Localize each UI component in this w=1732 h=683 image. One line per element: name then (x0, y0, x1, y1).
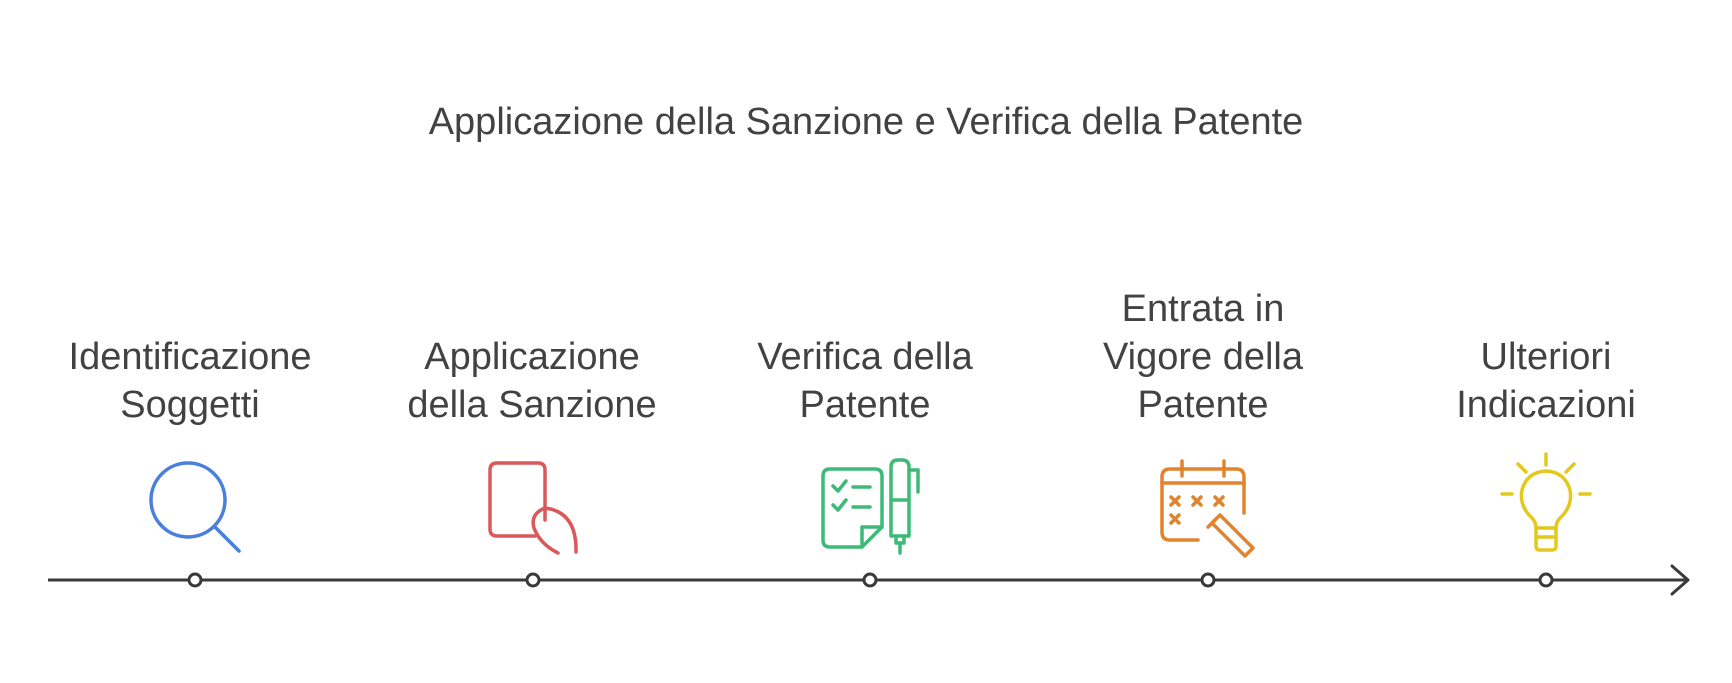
hand-card-icon (490, 463, 576, 553)
lightbulb-icon (1502, 454, 1590, 550)
timeline-node (189, 574, 201, 586)
timeline-node (864, 574, 876, 586)
timeline-node (527, 574, 539, 586)
timeline-node (1540, 574, 1552, 586)
checklist-pen-icon (823, 460, 918, 553)
magnifier-icon (151, 463, 239, 551)
calendar-pen-icon (1162, 461, 1253, 556)
timeline-node (1202, 574, 1214, 586)
